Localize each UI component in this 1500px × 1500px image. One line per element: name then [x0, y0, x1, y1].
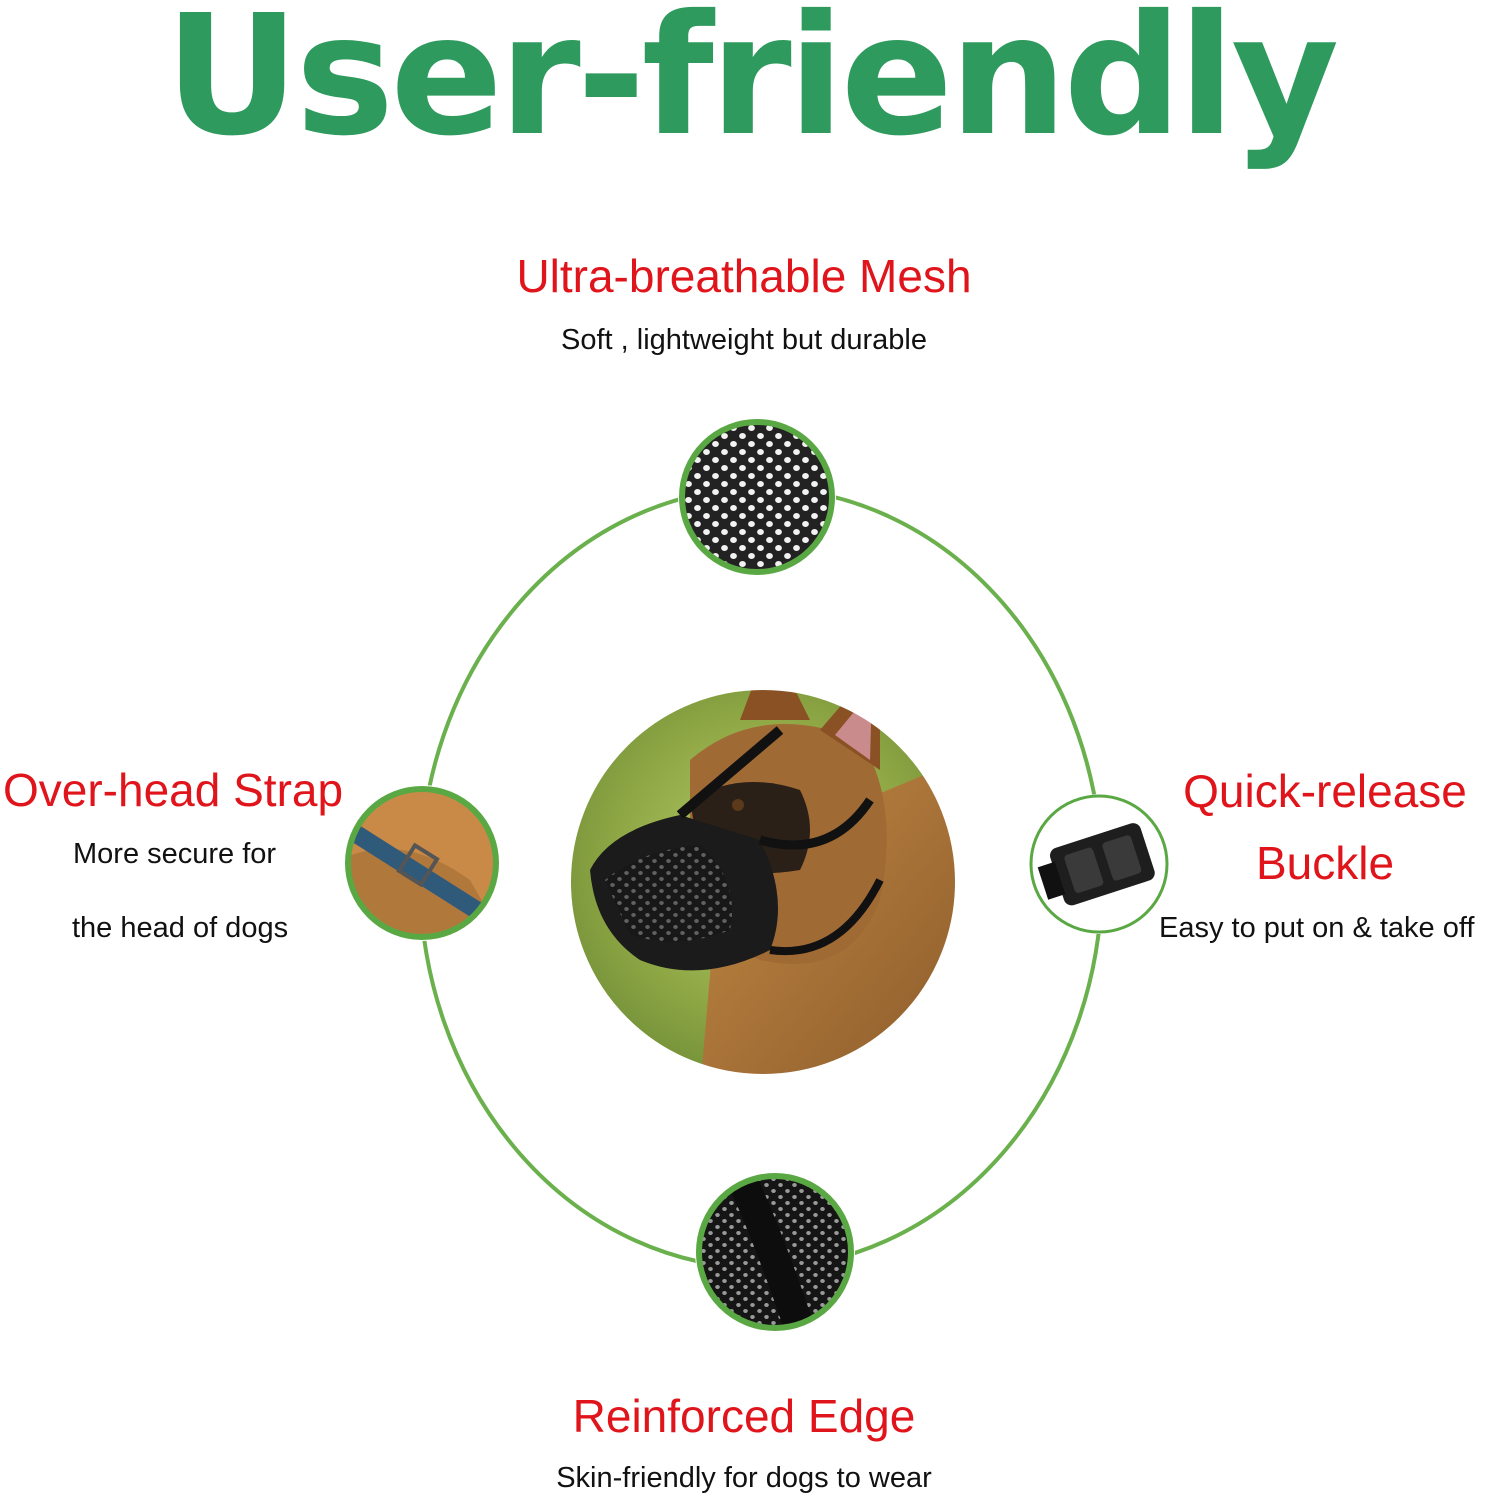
feature-desc-mesh: Soft , lightweight but durable — [561, 324, 927, 356]
head-strap-icon — [344, 785, 500, 941]
feature-title-buckle-line2: Buckle — [1255, 837, 1395, 889]
feature-desc-edge: Skin-friendly for dogs to wear — [556, 1462, 932, 1494]
feature-title-strap: Over-head Strap — [3, 764, 344, 816]
page-title: User-friendly — [164, 0, 1340, 173]
feature-desc-strap-line1: More secure for — [73, 838, 277, 870]
reinforced-edge-icon — [695, 1172, 855, 1332]
buckle-icon — [1029, 794, 1169, 934]
mesh-fabric-icon — [678, 418, 836, 576]
feature-title-edge: Reinforced Edge — [572, 1390, 916, 1442]
feature-title-mesh: Ultra-breathable Mesh — [516, 250, 972, 302]
feature-title-buckle-line1: Quick-release — [1183, 765, 1467, 817]
feature-desc-strap-line2: the head of dogs — [72, 912, 289, 944]
feature-desc-buckle: Easy to put on & take off — [1159, 912, 1475, 944]
dog-with-muzzle-icon — [570, 689, 956, 1075]
